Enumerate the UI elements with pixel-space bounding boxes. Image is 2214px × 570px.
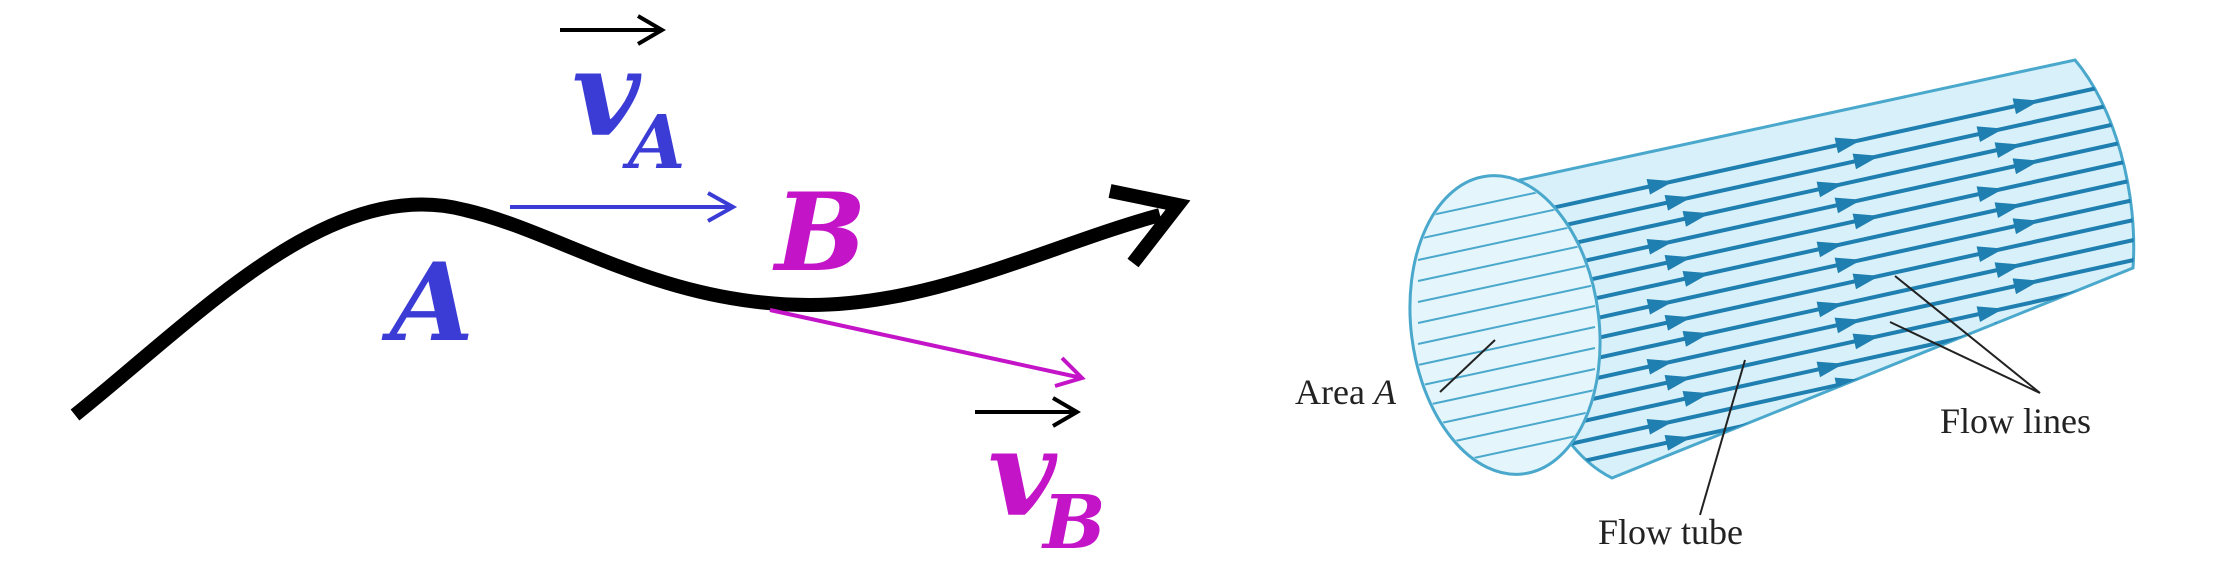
flow-arrowhead [1834, 137, 1862, 154]
flow-arrowhead [2012, 338, 2040, 355]
entrance-area-hatching [1417, 179, 1596, 471]
vector-overarrow-b [975, 396, 1081, 428]
area-symbol: A [1372, 372, 1397, 412]
flow-arrowhead [1976, 246, 2004, 262]
flow-arrowhead [1816, 361, 1844, 378]
flow-arrowhead [1994, 202, 2022, 218]
flow-arrowhead [1646, 299, 1674, 315]
flow-arrowhead [1976, 306, 2004, 322]
entrance-hatch-line [1417, 242, 1596, 282]
flow-tube-leader [1699, 359, 1746, 516]
flow-arrowhead [1664, 315, 1692, 331]
flow-arrowhead [1682, 211, 1710, 227]
flow-tube-label: Flow tube [1598, 512, 1743, 552]
flow-arrowhead [1976, 186, 2004, 202]
area-leader [1439, 339, 1496, 393]
flow-arrowhead [1834, 197, 1862, 214]
flow-arrowhead [1646, 419, 1674, 435]
flow-arrowhead [1816, 241, 1844, 258]
streamline-curve [70, 197, 1162, 421]
flow-arrowhead [1852, 393, 1880, 410]
flow-lines-leader-1 [1894, 275, 2041, 394]
point-a-label: A [381, 240, 474, 366]
entrance-hatch-line [1417, 347, 1596, 387]
velocity-vector-b [769, 308, 1086, 388]
flow-arrowhead [1976, 126, 2004, 142]
flow-lines-label: Flow lines [1940, 401, 2091, 441]
flow-arrowhead [1994, 262, 2022, 278]
flow-arrowhead [1852, 333, 1880, 350]
entrance-hatch-line [1417, 221, 1596, 261]
flow-arrowhead [1682, 331, 1710, 347]
flow-arrowhead [2012, 278, 2040, 295]
flow-arrowhead [1816, 181, 1844, 198]
flow-arrowhead [1646, 359, 1674, 375]
flow-tube-figure: Area A Flow lines Flow tube [1295, 58, 2136, 552]
velocity-b-subscript: B [1041, 480, 1106, 566]
flow-arrowhead [1664, 375, 1692, 391]
flow-arrowhead [2012, 158, 2040, 175]
leader-lines [1439, 275, 2041, 516]
entrance-hatch-line [1417, 284, 1596, 324]
flow-arrowhead [1852, 213, 1880, 230]
flow-arrowhead [1646, 179, 1674, 195]
entrance-hatch-line [1417, 305, 1596, 345]
flow-arrowhead [1994, 142, 2022, 158]
entrance-hatch-line [1417, 389, 1596, 429]
point-b-label: B [772, 170, 866, 296]
flow-arrowhead [1834, 257, 1862, 274]
flow-arrowhead [1816, 301, 1844, 318]
flow-arrowhead [1682, 271, 1710, 287]
velocity-a-subscript: A [622, 100, 685, 186]
flow-arrowhead [1834, 317, 1862, 334]
flow-arrowhead [2012, 218, 2040, 235]
entrance-hatch-line [1417, 368, 1596, 408]
flow-arrowhead [1664, 195, 1692, 211]
flow-arrowhead [1852, 153, 1880, 170]
flow-arrowhead [2012, 98, 2040, 115]
entrance-hatch-line [1417, 263, 1596, 303]
flow-arrowhead [1664, 255, 1692, 271]
flow-arrowhead [1646, 239, 1674, 255]
velocity-vector-a [510, 191, 738, 223]
vector-overarrow-a [560, 14, 666, 46]
flow-arrowhead [1682, 391, 1710, 407]
velocity-a-symbol: v [572, 24, 642, 163]
velocity-b-symbol: v [988, 404, 1058, 543]
flow-arrowhead [1994, 322, 2022, 338]
streamline-figure: A B v A v B [70, 14, 1191, 566]
flow-lines-leader-2 [1889, 321, 2041, 394]
area-label: Area A [1295, 372, 1397, 412]
flow-arrowhead [1852, 273, 1880, 290]
flow-arrowhead [1664, 435, 1692, 451]
area-label-text: Area [1295, 372, 1374, 412]
streamline-arrowhead [1108, 184, 1191, 268]
entrance-hatch-line [1417, 326, 1596, 366]
